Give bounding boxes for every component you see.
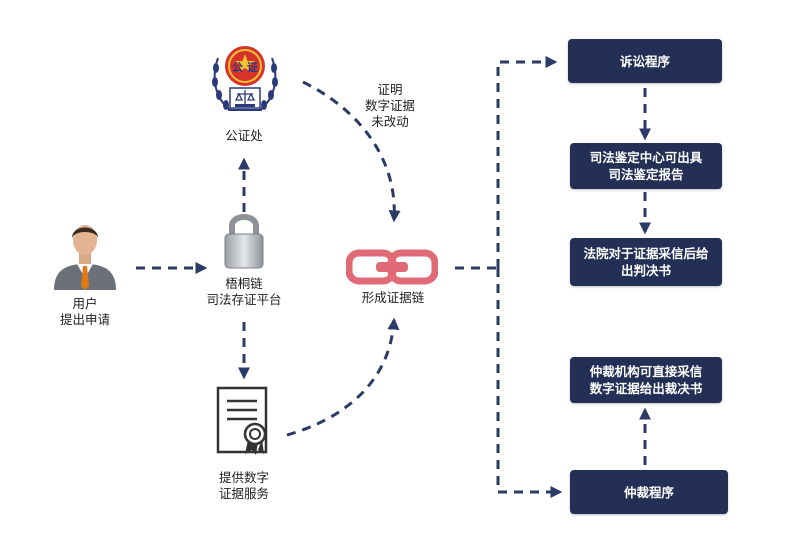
arrow-branch-to-arbitration — [496, 268, 563, 498]
arrow-service-to-chain — [286, 317, 400, 437]
certificate-icon — [216, 386, 272, 456]
judicial-report-box: 司法鉴定中心可出具 司法鉴定报告 — [570, 143, 722, 189]
notary-seal-icon — [208, 38, 282, 124]
court-verdict-box: 法院对于证据采信后给 出判决书 — [570, 238, 722, 286]
proof-annotation: 证明 数字证据 未改动 — [364, 82, 415, 129]
service-label: 提供数字 证据服务 — [218, 470, 269, 501]
arbitration-direct-box: 仲裁机构可直接采信 数字证据给出裁决书 — [570, 357, 722, 403]
padlock-icon — [222, 212, 266, 270]
platform-label: 梧桐链 司法存证平台 — [206, 276, 282, 307]
arrow-branch-to-litigation — [496, 56, 558, 268]
arrow-notary-to-chain — [302, 80, 401, 223]
arbitration-box: 仲裁程序 — [570, 470, 728, 514]
user-label: 用户 提出申请 — [59, 296, 110, 327]
litigation-box: 诉讼程序 — [568, 39, 722, 83]
notary-label: 公证处 — [225, 128, 263, 143]
notary-seal-text: 公 证 — [232, 61, 258, 74]
chain-link-icon — [345, 248, 439, 286]
user-icon — [52, 218, 118, 290]
chain-label: 形成证据链 — [361, 290, 425, 305]
